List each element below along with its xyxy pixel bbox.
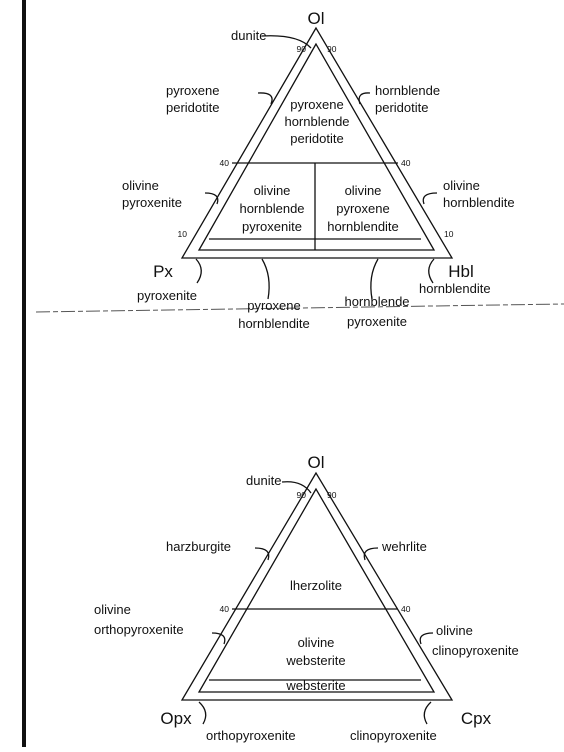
tick-40-right-top: 40 <box>401 158 411 168</box>
label-olivine-clinopyroxenite-1: olivine <box>436 623 473 638</box>
label-clinopyroxenite: clinopyroxenite <box>350 728 437 743</box>
label-harzburgite: harzburgite <box>166 539 231 554</box>
tick-90-right-bottom: 90 <box>327 490 337 500</box>
label-orthopyroxenite: orthopyroxenite <box>206 728 296 743</box>
label-olivine-websterite-1: olivine <box>298 635 335 650</box>
leader-pyroxenite <box>195 258 202 284</box>
label-hornblende-peridotite-2: peridotite <box>375 100 428 115</box>
label-olivine-pyroxenite-2: pyroxenite <box>122 195 182 210</box>
label-ol-pyr-hornblendite-3: hornblendite <box>327 219 399 234</box>
scan-line <box>35 303 564 313</box>
outer-triangle-bottom <box>180 471 454 701</box>
leader-wehrlite <box>363 547 379 561</box>
apex-ol-top: Ol <box>308 9 325 28</box>
apex-ol-bottom: Ol <box>308 453 325 472</box>
label-olivine-websterite-2: websterite <box>285 653 345 668</box>
labels-top: Ol Px Hbl 90 90 40 40 10 10 dunite pyrox… <box>122 9 515 331</box>
leader-hornblende-peridotite <box>358 92 371 105</box>
apex-opx: Opx <box>160 709 192 728</box>
apex-cpx: Cpx <box>461 709 492 728</box>
label-dunite-top: dunite <box>231 28 266 43</box>
label-hornblendite: hornblendite <box>419 281 491 296</box>
label-hornblende-pyroxenite-2: pyroxenite <box>347 314 407 329</box>
leader-olivine-hornblendite <box>422 192 438 205</box>
tick-40-right-bottom: 40 <box>401 604 411 614</box>
leader-pyroxene-hornblendite <box>261 258 270 300</box>
leader-clinopyroxenite <box>423 701 432 725</box>
outer-triangle-top <box>180 26 454 259</box>
label-olivine-orthopyroxenite-2: orthopyroxenite <box>94 622 184 637</box>
leader-orthopyroxenite <box>198 701 207 725</box>
labels-bottom: Ol Opx Cpx 90 90 40 40 dunite harzburgit… <box>94 453 519 743</box>
label-hornblende-pyroxenite-1: hornblende <box>344 294 409 309</box>
leader-olivine-orthopyroxenite <box>211 632 226 645</box>
label-pyroxene-hornblendite-2: hornblendite <box>238 316 310 331</box>
label-pyroxene-peridotite-1: pyroxene <box>166 83 219 98</box>
label-lherzolite: lherzolite <box>290 578 342 593</box>
leader-olivine-clinopyroxenite <box>419 632 434 645</box>
label-olivine-hornblendite-1: olivine <box>443 178 480 193</box>
label-olivine-clinopyroxenite-2: clinopyroxenite <box>432 643 519 658</box>
diagram-ol-px-hbl <box>180 26 454 300</box>
label-websterite: websterite <box>285 678 345 693</box>
tick-10-right-top: 10 <box>444 229 454 239</box>
tick-40-left-top: 40 <box>220 158 230 168</box>
left-margin-bar <box>22 0 26 747</box>
apex-hbl: Hbl <box>448 262 474 281</box>
label-ol-pyr-hornblendite-2: pyroxene <box>336 201 389 216</box>
leader-dunite-top <box>261 35 312 49</box>
leader-hornblendite <box>428 258 435 284</box>
label-ol-hbl-pyroxenite-1: olivine <box>254 183 291 198</box>
leader-harzburgite <box>254 547 270 561</box>
tick-10-left-top: 10 <box>178 229 188 239</box>
leader-olivine-pyroxenite <box>204 192 219 205</box>
label-olivine-hornblendite-2: hornblendite <box>443 195 515 210</box>
label-pyr-hbl-peridotite-1: pyroxene <box>290 97 343 112</box>
label-ol-pyr-hornblendite-1: olivine <box>345 183 382 198</box>
inner-triangle-top <box>197 42 436 251</box>
label-wehrlite: wehrlite <box>381 539 427 554</box>
label-olivine-pyroxenite-1: olivine <box>122 178 159 193</box>
tick-90-left-bottom: 90 <box>297 490 307 500</box>
label-pyr-hbl-peridotite-3: peridotite <box>290 131 343 146</box>
label-hornblende-peridotite-1: hornblende <box>375 83 440 98</box>
diagram-ol-opx-cpx <box>180 471 454 725</box>
label-olivine-orthopyroxenite-1: olivine <box>94 602 131 617</box>
label-pyroxene-peridotite-2: peridotite <box>166 100 219 115</box>
inner-triangle-bottom <box>197 487 436 693</box>
tick-90-left-top: 90 <box>297 44 307 54</box>
label-dunite-bottom: dunite <box>246 473 281 488</box>
label-pyr-hbl-peridotite-2: hornblende <box>284 114 349 129</box>
leader-hornblende-pyroxenite <box>370 258 379 300</box>
label-pyroxenite: pyroxenite <box>137 288 197 303</box>
label-pyroxene-hornblendite-1: pyroxene <box>247 298 300 313</box>
label-ol-hbl-pyroxenite-2: hornblende <box>239 201 304 216</box>
apex-px: Px <box>153 262 173 281</box>
leader-pyroxene-peridotite <box>257 92 273 105</box>
leader-dunite-bottom <box>281 481 312 494</box>
tick-40-left-bottom: 40 <box>220 604 230 614</box>
tick-90-right-top: 90 <box>327 44 337 54</box>
label-ol-hbl-pyroxenite-3: pyroxenite <box>242 219 302 234</box>
